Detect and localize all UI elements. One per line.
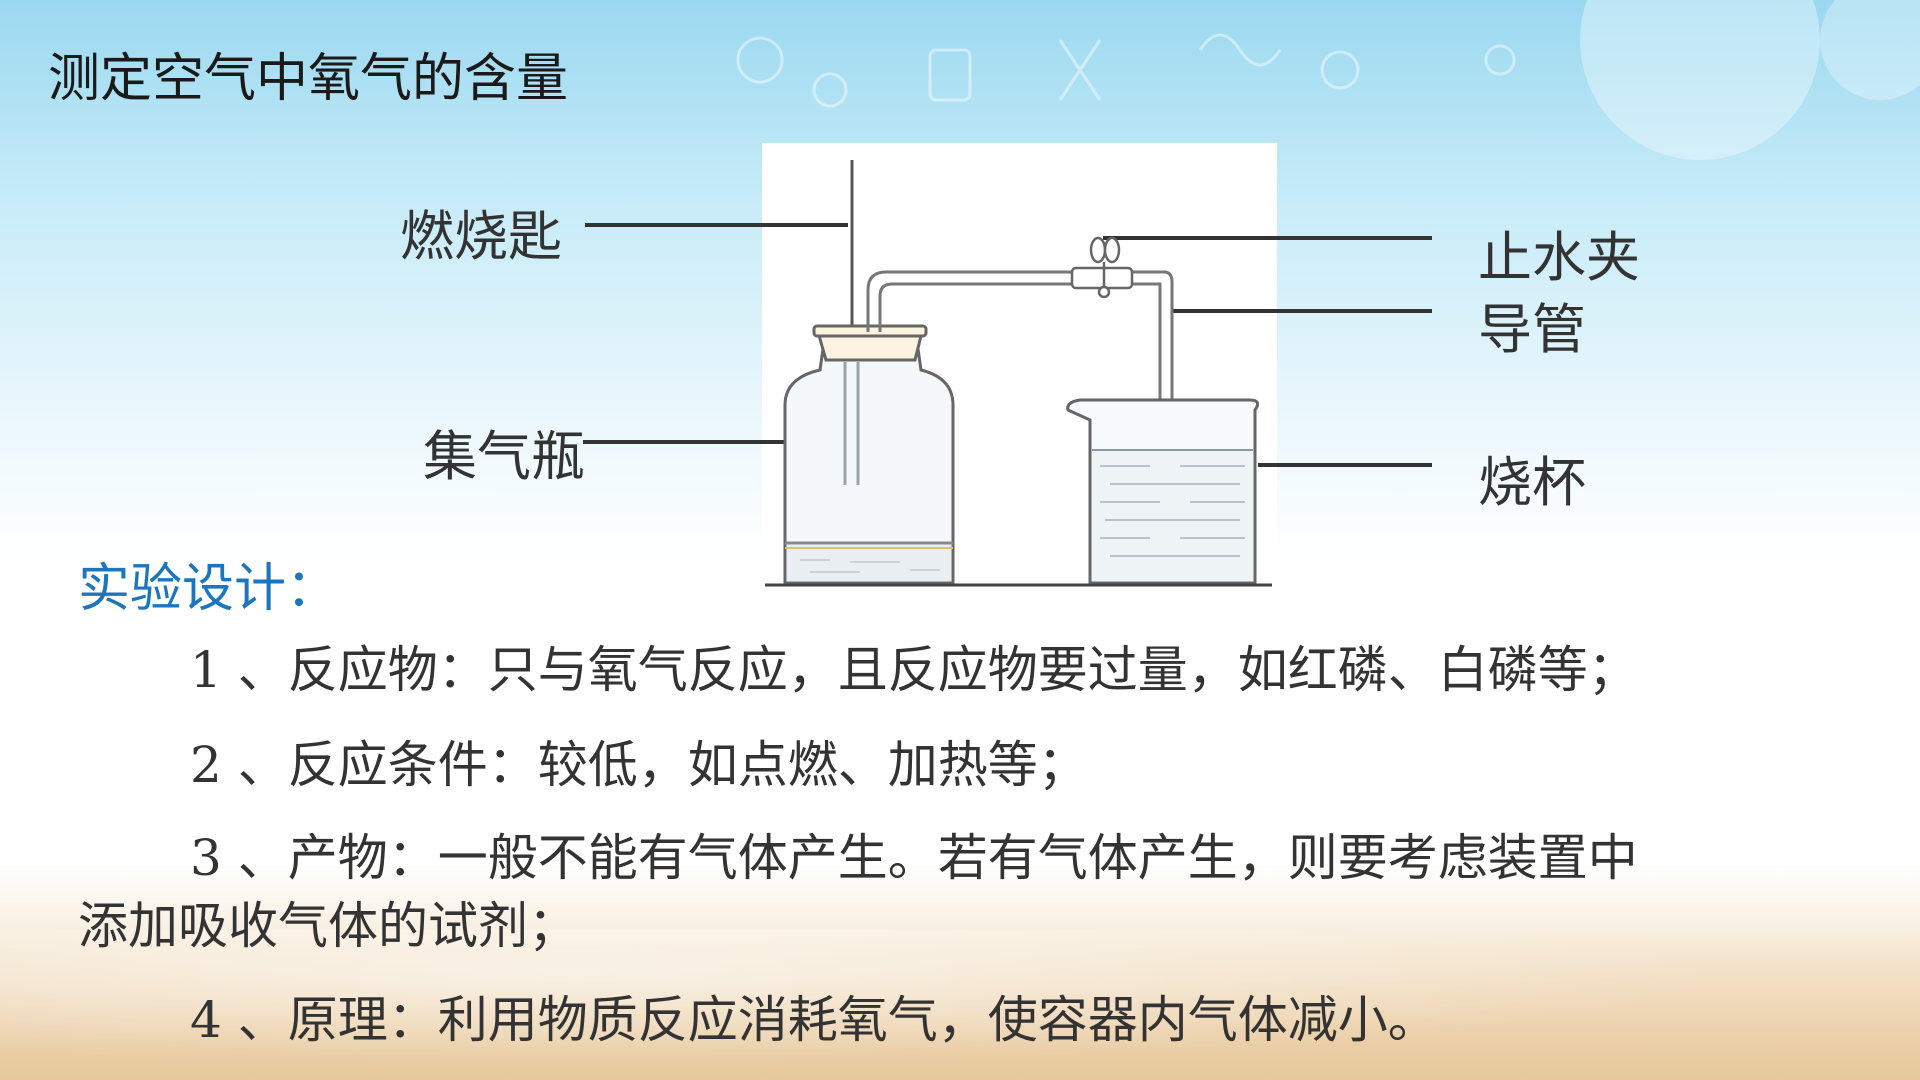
label-beaker: 烧杯 bbox=[1478, 451, 1586, 514]
beaker bbox=[1066, 398, 1260, 585]
sand-decoration bbox=[0, 930, 1920, 1080]
item-number: 2 bbox=[190, 736, 222, 794]
item-number: 3 bbox=[190, 829, 222, 887]
design-item-1: 1 、反应物：只与氧气反应，且反应物要过量，如红磷、白磷等； bbox=[190, 630, 1638, 702]
item-separator: 、 bbox=[237, 736, 288, 794]
design-heading: 实验设计： bbox=[78, 559, 339, 619]
item-separator: 、 bbox=[237, 641, 288, 699]
label-connecting-tube: 导管 bbox=[1478, 298, 1586, 361]
item-text: 反应物：只与氧气反应，且反应物要过量，如红磷、白磷等； bbox=[287, 641, 1638, 699]
water-stop-clamp bbox=[1070, 236, 1134, 299]
label-water-stop-clamp: 止水夹 bbox=[1478, 226, 1640, 289]
item-number: 4 bbox=[190, 991, 222, 1049]
item-text: 原理：利用物质反应消耗氧气，使容器内气体减小。 bbox=[287, 991, 1438, 1049]
item-text: 反应条件：较低，如点燃、加热等； bbox=[287, 736, 1088, 794]
page-title: 测定空气中氧气的含量 bbox=[48, 49, 569, 109]
design-item-3-continuation: 添加吸收气体的试剂； bbox=[78, 897, 578, 955]
design-item-4: 4 、原理：利用物质反应消耗氧气，使容器内气体减小。 bbox=[190, 980, 1438, 1052]
item-number: 1 bbox=[190, 641, 222, 699]
design-item-3: 3 、产物：一般不能有气体产生。若有气体产生，则要考虑装置中 bbox=[190, 818, 1638, 890]
label-gas-bottle: 集气瓶 bbox=[423, 425, 585, 488]
gas-collecting-bottle bbox=[783, 324, 955, 585]
item-separator: 、 bbox=[237, 829, 288, 887]
item-separator: 、 bbox=[237, 991, 288, 1049]
item-text: 产物：一般不能有气体产生。若有气体产生，则要考虑装置中 bbox=[287, 829, 1638, 887]
design-item-2: 2 、反应条件：较低，如点燃、加热等； bbox=[190, 725, 1088, 797]
label-combustion-spoon: 燃烧匙 bbox=[400, 205, 562, 268]
